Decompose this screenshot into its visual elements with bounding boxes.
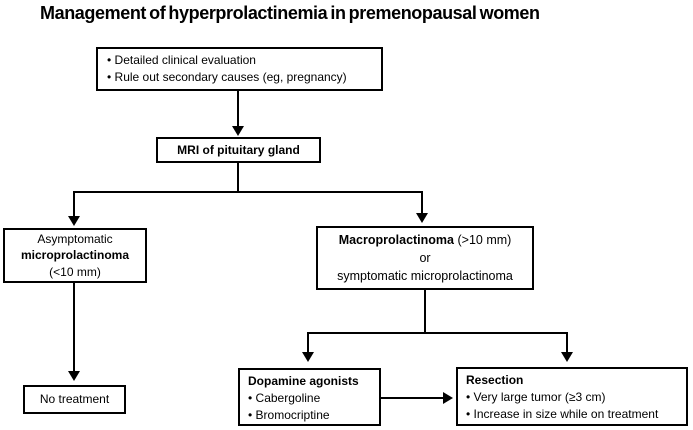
split2-right-head: [561, 352, 573, 362]
arrow-dopamine-to-resection-line: [381, 397, 443, 399]
bullet-line: • Rule out secondary causes (eg, pregnan…: [107, 69, 347, 84]
node-no-treatment: No treatment: [23, 385, 126, 414]
node-asymptomatic-microprolactinoma: Asymptomatic microprolactinoma (<10 mm): [3, 228, 147, 283]
split1-right-head: [416, 213, 428, 223]
bullet-line: • Detailed clinical evaluation: [107, 53, 256, 67]
split2-left-line: [307, 332, 309, 353]
split2-cross-line: [307, 332, 568, 334]
node-mri-label: MRI of pituitary gland: [177, 142, 300, 157]
node-line: microprolactinoma: [20, 248, 130, 263]
arrow-initial-to-mri-line: [237, 91, 239, 127]
bullet-line: • Very large tumor (≥3 cm): [466, 390, 606, 404]
split2-stem-line: [424, 290, 426, 334]
split1-right-line: [421, 191, 423, 214]
node-no-treatment-label: No treatment: [39, 392, 110, 407]
node-resection: Resection • Very large tumor (≥3 cm) • I…: [456, 367, 688, 426]
split1-left-head: [68, 216, 80, 226]
node-heading: Resection: [466, 373, 524, 387]
split1-left-line: [73, 191, 75, 217]
arrow-micro-to-notreatment-line: [73, 283, 75, 371]
arrow-dopamine-to-resection-head: [443, 392, 453, 404]
node-line-bold: Macroprolactinoma: [338, 233, 454, 247]
arrow-micro-to-notreatment-head: [68, 371, 80, 381]
node-macroprolactinoma: Macroprolactinoma (>10 mm) or symptomati…: [316, 226, 534, 290]
diagram-title: Management of hyperprolactinemia in prem…: [40, 3, 540, 23]
node-line: (<10 mm): [49, 264, 101, 279]
split2-left-head: [302, 352, 314, 362]
arrow-initial-to-mri-head: [232, 126, 244, 136]
bullet-line: • Increase in size while on treatment: [466, 407, 659, 421]
node-line: Macroprolactinoma (>10 mm): [339, 231, 512, 249]
node-dopamine-agonists: Dopamine agonists • Cabergoline • Bromoc…: [238, 368, 381, 426]
node-line: symptomatic microprolactinoma: [337, 269, 513, 283]
split1-stem-line: [237, 163, 239, 192]
bullet-line: • Bromocriptine: [248, 408, 330, 422]
node-line: or: [419, 251, 431, 265]
node-line: Asymptomatic: [37, 231, 113, 246]
node-line-rest: (>10 mm): [457, 233, 512, 247]
split1-cross-line: [73, 191, 423, 193]
split2-right-line: [566, 332, 568, 353]
bullet-line: • Cabergoline: [248, 391, 321, 405]
node-mri: MRI of pituitary gland: [156, 137, 321, 163]
node-heading: Dopamine agonists: [248, 374, 359, 388]
node-initial-evaluation: • Detailed clinical evaluation • Rule ou…: [96, 47, 383, 91]
